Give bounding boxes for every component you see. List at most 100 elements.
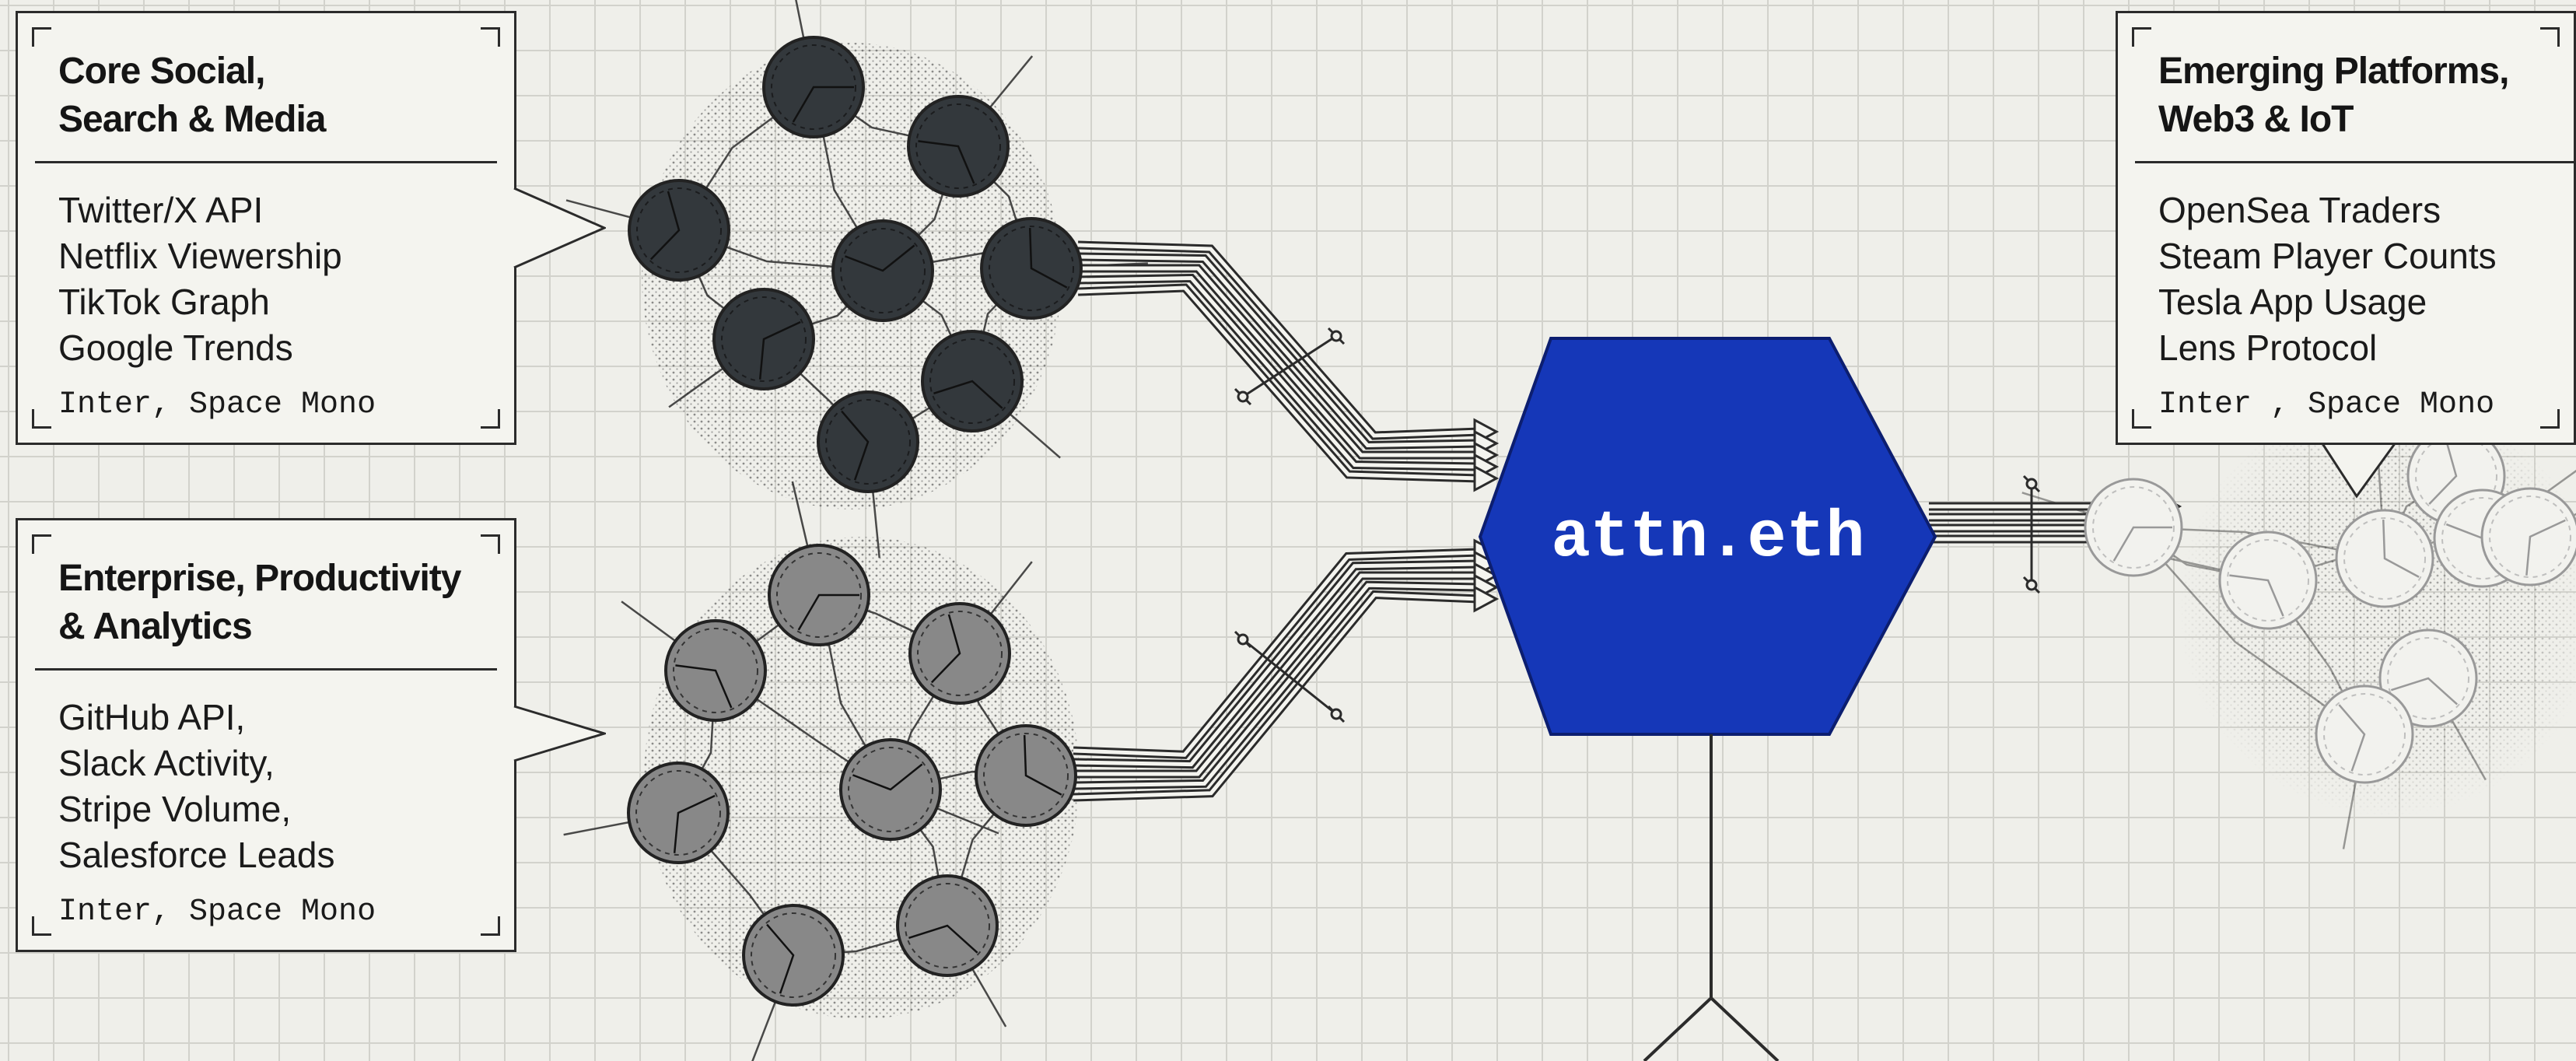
corner-mark [2132, 409, 2151, 429]
stream-line [1073, 550, 1480, 757]
card-title: Enterprise, Productivity & Analytics [58, 558, 461, 647]
node-circle [2480, 487, 2576, 587]
core-node [907, 95, 1010, 198]
source-item: Salesforce Leads [58, 835, 335, 875]
enterprise-node [627, 762, 730, 864]
dimension-mark [1234, 630, 1346, 723]
emerging-platforms-card: Emerging Platforms, Web3 & IoT OpenSea T… [2116, 11, 2576, 445]
font-credit: Inter, Space Mono [58, 895, 376, 930]
enterprise-node [839, 738, 942, 841]
node-ring [840, 228, 926, 313]
corner-mark [481, 409, 500, 429]
node-ring [989, 226, 1074, 311]
node-ring [673, 628, 758, 713]
source-item: Tesla App Usage [2158, 282, 2427, 322]
emerging-node [2480, 487, 2576, 587]
callout-pointer [513, 187, 606, 269]
hub-stem-fork [1643, 996, 1780, 1061]
node-spokes [908, 924, 978, 954]
source-item: Netflix Viewership [58, 236, 342, 276]
node-spokes [2112, 526, 2172, 562]
node-ring [776, 552, 862, 638]
node-ring [636, 187, 722, 273]
enterprise-node [664, 619, 767, 722]
source-item: Google Trends [58, 327, 293, 368]
source-item: Steam Player Counts [2158, 236, 2497, 276]
emerging-node [2315, 685, 2414, 784]
node-ring [917, 611, 1003, 696]
stream-core-to-hub [1077, 240, 1500, 492]
core-node [817, 390, 919, 493]
source-list: GitHub API, Slack Activity, Stripe Volum… [58, 695, 334, 878]
enterprise-node [768, 544, 870, 646]
source-item: Slack Activity, [58, 743, 275, 783]
card-title: Emerging Platforms, Web3 & IoT [2158, 51, 2509, 140]
network-link [2133, 527, 2365, 736]
dimension-line [1242, 334, 1337, 398]
stream-line [1073, 562, 1480, 767]
source-item: Stripe Volume, [58, 789, 292, 829]
enterprise-node [896, 874, 999, 977]
corner-mark [32, 916, 51, 936]
node-ring [825, 399, 911, 485]
node-spokes [841, 410, 870, 481]
stream-line [1077, 254, 1480, 448]
corner-mark [481, 27, 500, 47]
node-ring [905, 883, 990, 968]
dimension-dot [1237, 633, 1249, 646]
dimension-dot [1237, 390, 1249, 403]
hub-label: attn.eth [1551, 502, 1864, 576]
node-spokes [2382, 519, 2420, 578]
card-divider [35, 668, 497, 671]
core-social-card: Core Social, Search & Media Twitter/X AP… [16, 11, 516, 445]
stream-line [1077, 252, 1480, 450]
core-node [628, 179, 730, 282]
dimension-mark [2022, 474, 2041, 594]
source-item: OpenSea Traders [2158, 190, 2441, 230]
stream-line [1077, 243, 1480, 438]
node-ring [2489, 495, 2571, 578]
stream-line [1077, 276, 1480, 469]
node-spokes [797, 594, 859, 631]
hub-hexagon[interactable] [1478, 337, 1937, 736]
node-spokes [2428, 438, 2458, 505]
corner-mark [32, 27, 51, 47]
core-node [921, 330, 1024, 432]
enterprise-node [975, 724, 1077, 827]
node-spokes [1028, 227, 1068, 289]
source-list: OpenSea Traders Steam Player Counts Tesl… [2158, 187, 2497, 371]
corner-mark [32, 534, 51, 554]
dimension-dot [1330, 708, 1342, 720]
corner-mark [32, 409, 51, 429]
dimension-dot [2025, 478, 2038, 490]
node-ring [635, 770, 721, 856]
node-ring [2343, 517, 2426, 600]
node-ring [751, 912, 836, 998]
font-credit: Inter , Space Mono [2158, 387, 2495, 422]
node-spokes [673, 794, 716, 853]
dimension-mark [1234, 327, 1346, 406]
node-ring [983, 733, 1069, 818]
emerging-node [2218, 530, 2318, 630]
corner-mark [481, 534, 500, 554]
node-spokes [2525, 519, 2566, 576]
stream-line [1073, 573, 1479, 776]
node-spokes [2338, 704, 2366, 772]
corner-mark [2540, 409, 2560, 429]
node-spokes [918, 140, 975, 184]
enterprise-card: Enterprise, Productivity & Analytics Git… [16, 518, 516, 952]
emerging-node [2084, 478, 2183, 577]
core-node [762, 36, 865, 138]
source-item: Lens Protocol [2158, 327, 2378, 368]
stream-line [1073, 571, 1479, 779]
callout-pointer [2316, 432, 2402, 499]
font-credit: Inter, Space Mono [58, 387, 376, 422]
node-spokes [675, 664, 733, 709]
node-spokes [845, 244, 915, 272]
source-item: Twitter/X API [58, 190, 264, 230]
node-spokes [758, 320, 801, 380]
node-spokes [766, 923, 795, 994]
source-item: TikTok Graph [58, 282, 270, 322]
